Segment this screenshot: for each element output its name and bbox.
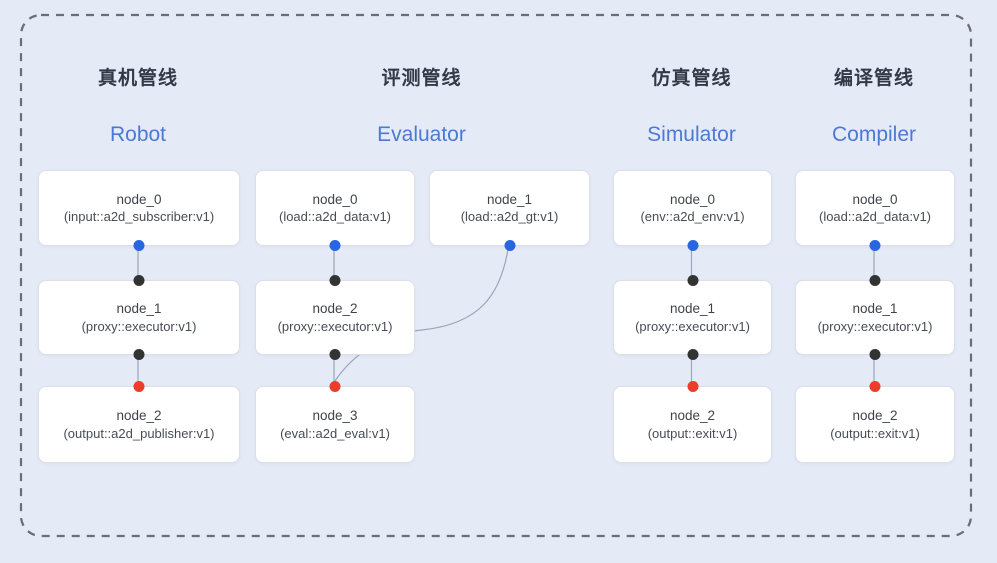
node-box-robot-node_2: node_2 (output::a2d_publisher:v1)	[38, 381, 240, 463]
pipeline-title-zh-robot: 真机管线	[97, 68, 178, 89]
node-box-compiler-node_0: node_0 (load::a2d_data:v1)	[795, 170, 955, 251]
node-name: node_0	[312, 191, 358, 207]
node-name: node_0	[669, 191, 716, 207]
pipeline-title-zh-evaluator: 评测管线	[381, 68, 462, 89]
pipeline-title-en-evaluator: Evaluator	[377, 123, 466, 146]
node-type: (eval::a2d_eval:v1)	[280, 425, 390, 441]
node-name: node_2	[312, 301, 358, 317]
node-name: node_2	[669, 408, 716, 424]
node-box-robot-node_0: node_0 (input::a2d_subscriber:v1)	[38, 170, 240, 251]
output-port-dot	[329, 349, 341, 360]
node-name: node_1	[852, 301, 898, 317]
pipeline-title-en-robot: Robot	[109, 123, 167, 146]
node-name: node_3	[312, 408, 358, 424]
node-type: (load::a2d_data:v1)	[278, 209, 392, 225]
node-box-simulator-node_2: node_2 (output::exit:v1)	[613, 381, 772, 463]
node-name: node_1	[486, 191, 533, 207]
node-box-compiler-node_1: node_1 (proxy::executor:v1)	[795, 275, 955, 360]
node-box-simulator-node_0: node_0 (env::a2d_env:v1)	[613, 170, 772, 251]
node-type: (proxy::executor:v1)	[817, 318, 933, 334]
node-type: (load::a2d_data:v1)	[818, 209, 932, 225]
output-port-dot	[133, 349, 145, 360]
sink-port-dot	[869, 381, 881, 392]
source-port-dot	[133, 240, 145, 251]
node-box-evaluator-node_0: node_0 (load::a2d_data:v1)	[255, 170, 415, 251]
node-type: (proxy::executor:v1)	[635, 318, 750, 334]
node-type: (proxy::executor:v1)	[81, 318, 197, 334]
source-port-dot	[687, 240, 698, 251]
pipeline-title-zh-simulator: 仿真管线	[651, 68, 732, 89]
sink-port-dot	[329, 381, 341, 392]
node-type: (output::exit:v1)	[830, 425, 920, 441]
source-port-dot	[504, 240, 515, 251]
sink-port-dot	[687, 381, 698, 392]
node-name: node_2	[116, 408, 162, 424]
node-name: node_1	[116, 301, 162, 317]
input-port-dot	[687, 275, 698, 286]
input-port-dot	[869, 275, 881, 286]
node-name: node_0	[852, 191, 898, 207]
pipeline-title-en-simulator: Simulator	[647, 123, 736, 146]
node-type: (proxy::executor:v1)	[277, 318, 393, 334]
pipeline-title-en-compiler: Compiler	[831, 123, 917, 146]
pipeline-group-dashed-border	[19, 13, 973, 538]
node-type: (output::a2d_publisher:v1)	[63, 425, 215, 441]
node-name: node_2	[852, 408, 898, 424]
node-box-simulator-node_1: node_1 (proxy::executor:v1)	[613, 275, 772, 360]
node-box-compiler-node_2: node_2 (output::exit:v1)	[795, 381, 955, 463]
node-type: (load::a2d_gt:v1)	[460, 209, 559, 225]
output-port-dot	[687, 349, 698, 360]
node-box-evaluator-node_1: node_1 (load::a2d_gt:v1)	[429, 170, 590, 251]
node-type: (input::a2d_subscriber:v1)	[63, 209, 215, 225]
node-type: (output::exit:v1)	[647, 425, 738, 441]
output-port-dot	[869, 349, 881, 360]
input-port-dot	[329, 275, 341, 286]
pipeline-title-zh-compiler: 编译管线	[833, 68, 914, 89]
source-port-dot	[329, 240, 341, 251]
node-name: node_0	[116, 191, 162, 207]
node-name: node_1	[669, 301, 716, 317]
edge-eval-n1-n3-curve	[334, 245, 510, 382]
node-box-robot-node_1: node_1 (proxy::executor:v1)	[38, 275, 240, 360]
source-port-dot	[869, 240, 881, 251]
node-box-evaluator-node_2: node_2 (proxy::executor:v1)	[255, 275, 415, 360]
node-box-evaluator-node_3: node_3 (eval::a2d_eval:v1)	[255, 381, 415, 463]
input-port-dot	[133, 275, 145, 286]
sink-port-dot	[133, 381, 145, 392]
node-type: (env::a2d_env:v1)	[640, 209, 745, 225]
